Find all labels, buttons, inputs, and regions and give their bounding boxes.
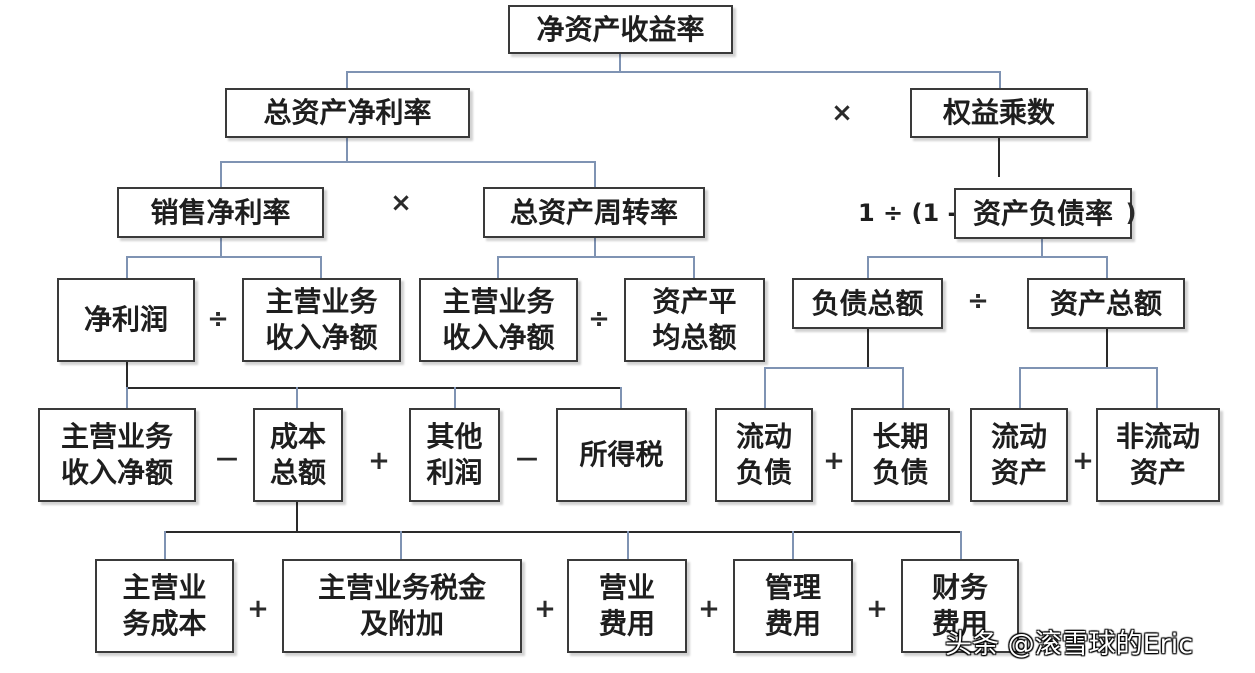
connector bbox=[296, 387, 298, 409]
connector bbox=[126, 361, 128, 388]
connector bbox=[296, 502, 298, 532]
plus-operator: + bbox=[368, 446, 390, 476]
connector bbox=[764, 367, 766, 409]
connector bbox=[454, 387, 456, 409]
formula-prefix: 1 ÷ (1 - bbox=[858, 199, 958, 227]
connector bbox=[902, 367, 904, 409]
connector bbox=[1019, 367, 1021, 409]
node-avg-total-assets: 资产平 均总额 bbox=[624, 278, 765, 362]
node-equity-multiplier: 权益乘数 bbox=[910, 88, 1088, 138]
connector bbox=[126, 387, 622, 389]
connector bbox=[346, 71, 1001, 73]
node-current-assets: 流动 资产 bbox=[970, 408, 1068, 502]
connector bbox=[126, 387, 128, 409]
plus-operator: + bbox=[1072, 446, 1094, 476]
node-finance-expenses: 财务 费用 bbox=[901, 559, 1019, 653]
connector bbox=[400, 531, 402, 560]
node-admin-expenses: 管理 费用 bbox=[733, 559, 853, 653]
node-income-tax: 所得税 bbox=[556, 408, 687, 502]
connector bbox=[497, 256, 695, 258]
plus-operator: + bbox=[247, 594, 269, 624]
minus-operator: － bbox=[213, 446, 240, 476]
divide-operator: ÷ bbox=[207, 304, 229, 334]
node-net-profit: 净利润 bbox=[57, 278, 195, 362]
connector bbox=[764, 367, 904, 369]
connector bbox=[164, 531, 166, 560]
node-long-term-liabilities: 长期 负债 bbox=[851, 408, 950, 502]
connector bbox=[1041, 238, 1043, 257]
formula-suffix: ) bbox=[1125, 199, 1137, 227]
connector bbox=[693, 256, 695, 278]
connector bbox=[164, 531, 962, 533]
node-roe: 净资产收益率 bbox=[508, 5, 733, 54]
connector bbox=[867, 256, 1108, 258]
node-business-tax: 主营业务税金 及附加 bbox=[282, 559, 522, 653]
plus-operator: + bbox=[866, 594, 888, 624]
connector bbox=[867, 256, 869, 279]
plus-operator: + bbox=[698, 594, 720, 624]
connector bbox=[594, 161, 596, 188]
node-roa: 总资产净利率 bbox=[225, 88, 470, 138]
plus-operator: + bbox=[534, 594, 556, 624]
node-debt-ratio: 资产负债率 bbox=[954, 188, 1132, 239]
node-asset-turnover: 总资产周转率 bbox=[483, 187, 705, 238]
node-total-cost: 成本 总额 bbox=[253, 408, 343, 502]
connector bbox=[126, 256, 128, 278]
plus-operator: + bbox=[823, 446, 845, 476]
node-revenue: 主营业务 收入净额 bbox=[38, 408, 196, 502]
connector bbox=[346, 137, 348, 162]
connector bbox=[867, 328, 869, 368]
connector bbox=[320, 256, 322, 278]
connector bbox=[220, 237, 222, 257]
connector bbox=[126, 256, 322, 258]
node-main-business-cost: 主营业 务成本 bbox=[95, 559, 234, 653]
connector bbox=[620, 387, 622, 409]
node-current-liabilities: 流动 负债 bbox=[715, 408, 813, 502]
node-net-margin: 销售净利率 bbox=[117, 187, 324, 238]
minus-operator: － bbox=[513, 446, 540, 476]
connector bbox=[346, 71, 348, 89]
watermark: 头条 @滚雪球的Eric bbox=[945, 629, 1194, 660]
multiply-operator: × bbox=[390, 188, 412, 218]
node-non-current-assets: 非流动 资产 bbox=[1096, 408, 1220, 502]
connector bbox=[627, 531, 629, 560]
node-total-liabilities: 负债总额 bbox=[792, 278, 943, 329]
node-revenue: 主营业务 收入净额 bbox=[419, 278, 578, 362]
connector bbox=[1019, 367, 1158, 369]
node-other-profit: 其他 利润 bbox=[409, 408, 500, 502]
connector bbox=[619, 52, 621, 72]
connector bbox=[960, 531, 962, 560]
node-revenue: 主营业务 收入净额 bbox=[242, 278, 401, 362]
node-total-assets: 资产总额 bbox=[1027, 278, 1185, 329]
connector bbox=[1106, 256, 1108, 279]
connector bbox=[1106, 328, 1108, 368]
connector bbox=[220, 161, 596, 163]
connector bbox=[792, 531, 794, 560]
connector bbox=[998, 137, 1000, 177]
connector bbox=[999, 71, 1001, 89]
connector bbox=[497, 256, 499, 278]
node-selling-expenses: 营业 费用 bbox=[567, 559, 687, 653]
equity-multiplier-formula: 1 ÷ (1 - bbox=[858, 198, 958, 228]
multiply-operator: × bbox=[831, 98, 853, 128]
divide-operator: ÷ bbox=[967, 286, 989, 316]
connector bbox=[220, 161, 222, 188]
divide-operator: ÷ bbox=[588, 304, 610, 334]
connector bbox=[1156, 367, 1158, 409]
connector bbox=[594, 237, 596, 257]
